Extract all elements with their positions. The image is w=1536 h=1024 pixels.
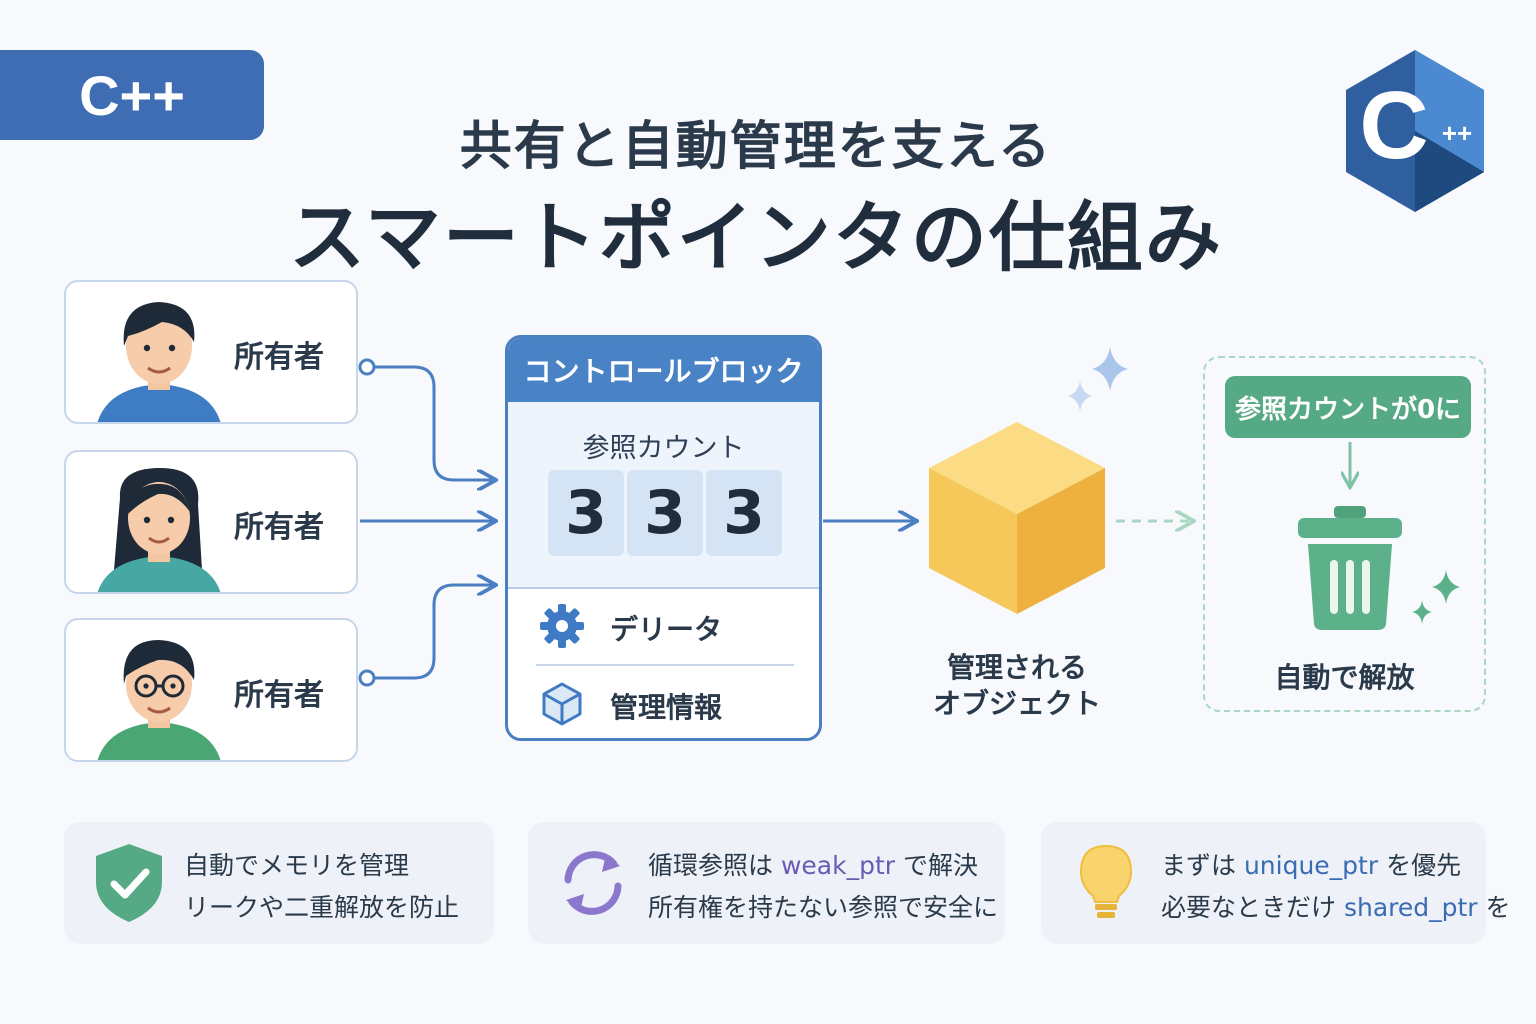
cube-outline-icon	[542, 682, 582, 726]
logo-letter: C	[1359, 72, 1428, 179]
tip-text: 所有権を持たない参照で安全に	[648, 893, 999, 922]
sparkle-icon	[1412, 570, 1460, 624]
cpp-hexagon-logo: C ++	[1346, 50, 1484, 212]
managed-object-label: 管理される オブジェクト	[922, 650, 1112, 722]
owner-1-arrow	[358, 358, 494, 480]
control-block-title: コントロールブロック	[508, 338, 819, 402]
tip-card-weak-ptr: 循環参照は weak_ptr で解決 所有権を持たない参照で安全に	[528, 822, 1005, 944]
owner-label: 所有者	[234, 678, 324, 713]
owner-label: 所有者	[234, 510, 324, 545]
lightbulb-icon	[1079, 844, 1133, 918]
ref-count-digit: 3	[706, 470, 782, 556]
page-title: スマートポインタの仕組み	[289, 193, 1223, 282]
tip-text: 自動でメモリを管理	[184, 851, 410, 880]
owner-3-arrow	[358, 585, 494, 687]
woman-avatar-icon	[97, 468, 221, 592]
owner-card-1: 所有者	[64, 280, 358, 424]
code-weak-ptr: weak_ptr	[780, 851, 896, 880]
ref-count-zero-badge: 参照カウントが0に	[1225, 376, 1471, 438]
divider	[536, 664, 794, 666]
owner-card-3: 所有者	[64, 618, 358, 762]
owner-label: 所有者	[234, 340, 324, 375]
gear-icon	[540, 604, 584, 648]
auto-release-label: 自動で解放	[1274, 661, 1415, 694]
tip-text: 必要なときだけ shared_ptr を	[1161, 893, 1511, 922]
man-glasses-avatar-icon	[97, 640, 221, 760]
management-info-label: 管理情報	[610, 691, 723, 724]
owner-card-2: 所有者	[64, 450, 358, 594]
tip-card-unique-ptr: まずは unique_ptr を優先 必要なときだけ shared_ptr を	[1041, 822, 1511, 944]
man-avatar-icon	[97, 302, 221, 422]
sparkle-icon	[1068, 347, 1128, 411]
logo-plus: ++	[1442, 118, 1472, 148]
shield-check-icon	[96, 844, 162, 922]
tip-text: まずは unique_ptr を優先	[1161, 851, 1462, 880]
cycle-arrows-icon	[564, 851, 622, 915]
page-subtitle: 共有と自動管理を支える	[459, 117, 1053, 177]
control-block: コントロールブロック 参照カウント 3 3 3 デリータ 管理情報	[505, 335, 822, 741]
tip-card-memory: 自動でメモリを管理 リークや二重解放を防止	[64, 822, 494, 944]
code-unique-ptr: unique_ptr	[1243, 851, 1379, 880]
managed-object-line1: 管理される	[946, 651, 1087, 684]
divider	[508, 587, 819, 589]
ref-count-label: 参照カウント	[582, 433, 745, 464]
release-area	[1203, 356, 1486, 712]
ref-count-digit: 3	[548, 470, 624, 556]
code-shared-ptr: shared_ptr	[1343, 893, 1478, 922]
tip-text: リークや二重解放を防止	[184, 893, 460, 922]
managed-object-line2: オブジェクト	[932, 687, 1101, 720]
ref-count-digit: 3	[627, 470, 703, 556]
tip-text: 循環参照は weak_ptr で解決	[648, 851, 978, 880]
trash-can-icon	[1298, 506, 1402, 630]
yellow-cube-icon	[929, 422, 1105, 614]
cpp-badge: C++	[0, 50, 264, 140]
deleter-label: デリータ	[610, 613, 723, 646]
